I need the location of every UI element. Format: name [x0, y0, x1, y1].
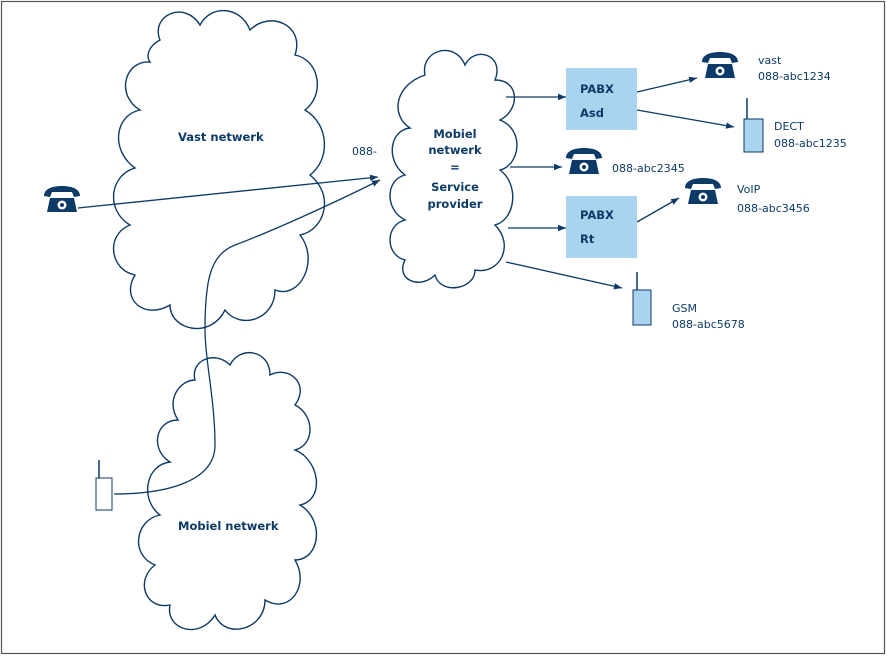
- pabx-rt-box: [566, 196, 637, 258]
- vast-netwerk-cloud: [113, 9, 326, 330]
- pabx-asd-label-1: PABX: [580, 82, 614, 96]
- pabx-rt-label-2: Rt: [580, 232, 595, 246]
- mobile-caller-to-provider-line: [113, 179, 381, 495]
- service-provider-label-4: Service: [431, 180, 479, 194]
- pabx-asd-to-vast-line: [636, 76, 698, 93]
- gsm-type-label: GSM: [672, 302, 697, 315]
- prefix-label: 088-: [352, 145, 377, 158]
- desk-phone-icon: [702, 52, 738, 78]
- vast-netwerk-label: Vast netwerk: [178, 130, 264, 144]
- service-provider-cloud: [389, 49, 518, 289]
- direct-number-label: 088-abc2345: [612, 162, 685, 175]
- pabx-asd-to-dect-line: [636, 109, 735, 129]
- dect-type-label: DECT: [774, 120, 804, 133]
- pabx-rt-to-voip-line: [636, 197, 680, 223]
- service-provider-label-5: provider: [428, 197, 483, 211]
- caller-to-provider-line: [77, 174, 379, 209]
- dect-number-label: 088-abc1235: [774, 137, 847, 150]
- provider-to-gsm-line: [505, 261, 623, 290]
- vast-type-label: vast: [758, 54, 782, 67]
- mobiel-netwerk-bottom-label: Mobiel netwerk: [178, 519, 279, 533]
- desk-phone-icon: [44, 186, 80, 212]
- voip-type-label: VoIP: [737, 183, 761, 196]
- desk-phone-icon: [566, 148, 602, 174]
- service-provider-label-3: =: [450, 160, 460, 174]
- mobile-handset-icon: [632, 272, 652, 326]
- desk-phone-icon: [685, 178, 721, 204]
- gsm-number-label: 088-abc5678: [672, 318, 745, 331]
- mobiel-netwerk-cloud-bottom: [138, 352, 317, 631]
- vast-number-label: 088-abc1234: [758, 70, 831, 83]
- voip-number-label: 088-abc3456: [737, 202, 810, 215]
- service-provider-label-1: Mobiel: [433, 127, 476, 141]
- pabx-rt-label-1: PABX: [580, 208, 614, 222]
- mobile-handset-icon: [95, 460, 113, 511]
- mobile-handset-icon: [743, 98, 764, 153]
- pabx-asd-label-2: Asd: [580, 106, 604, 120]
- pabx-asd-box: [566, 68, 637, 130]
- service-provider-label-2: netwerk: [428, 143, 482, 157]
